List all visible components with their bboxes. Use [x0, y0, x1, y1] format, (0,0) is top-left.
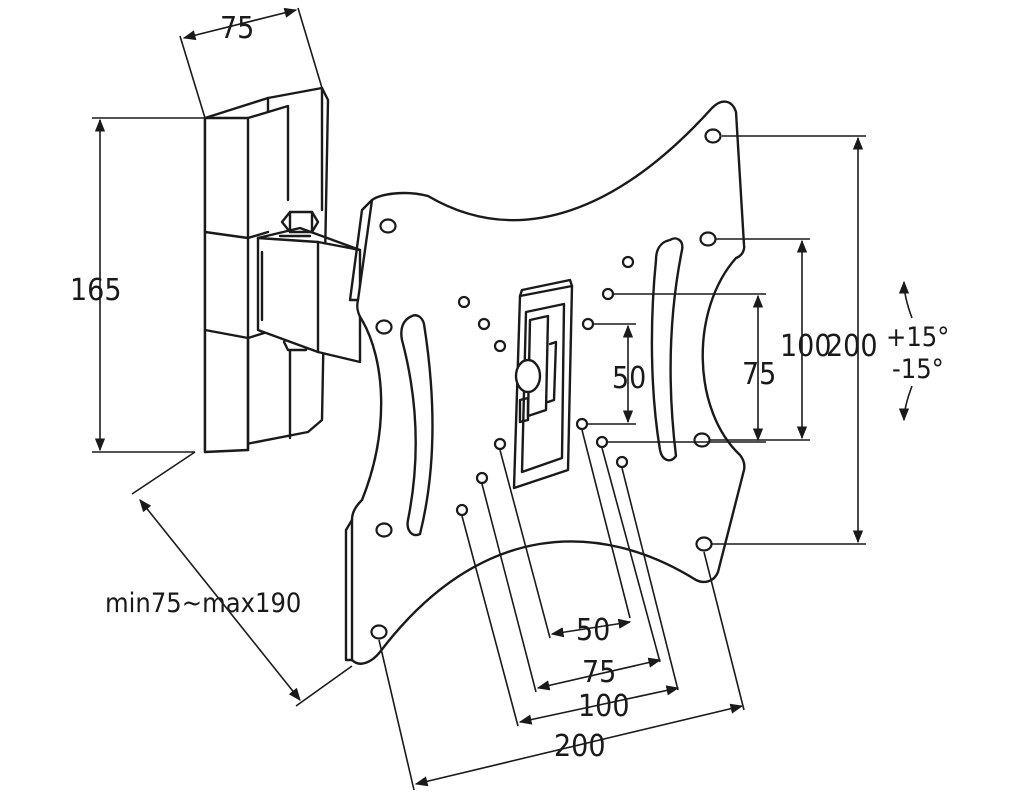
- tilt-up-label: +15°: [886, 322, 949, 353]
- dim-wall-height: 165: [70, 117, 205, 453]
- tilt-indicator: +15° -15°: [886, 280, 949, 422]
- dim-vertical-100: 100: [710, 238, 832, 441]
- dim-horizontal-75: 75: [481, 447, 662, 693]
- swing-arm: [256, 226, 362, 364]
- dim-label-vertical-50: 50: [612, 361, 646, 396]
- dim-vertical-200: 200: [712, 135, 878, 545]
- dim-horizontal-50: 50: [499, 429, 632, 648]
- dim-horizontal-200: 200: [378, 551, 745, 791]
- tilt-down-label: -15°: [892, 354, 944, 385]
- dim-label-horizontal-100: 100: [578, 689, 630, 724]
- dim-label-vertical-200: 200: [826, 329, 878, 364]
- dim-label-vertical-75: 75: [742, 357, 776, 392]
- dim-label-wall-height: 165: [70, 273, 122, 308]
- dim-vertical-75: 75: [608, 293, 776, 443]
- dim-label-extension: min75~max190: [105, 588, 301, 619]
- dim-wall-width: 75: [179, 7, 323, 119]
- dim-label-vertical-100: 100: [780, 329, 832, 364]
- dim-extension: min75~max190: [105, 451, 353, 707]
- dim-label-horizontal-200: 200: [554, 729, 606, 764]
- dim-label-wall-width: 75: [220, 11, 254, 46]
- center-bracket: [512, 278, 574, 490]
- dim-label-horizontal-50: 50: [576, 613, 610, 648]
- dim-label-horizontal-75: 75: [582, 655, 616, 690]
- dim-vertical-50: 50: [588, 323, 646, 425]
